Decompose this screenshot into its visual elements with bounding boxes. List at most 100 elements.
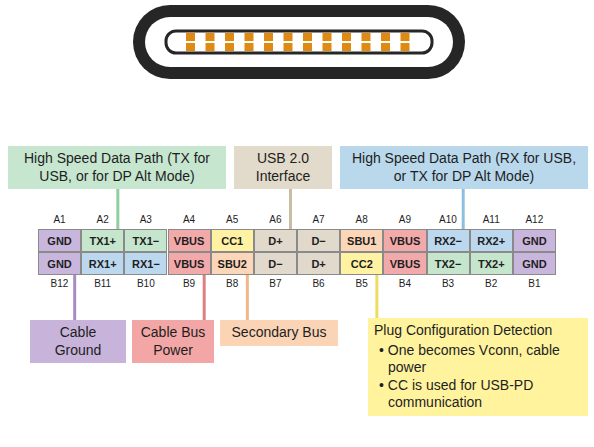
pin-cell: SBU1	[340, 229, 383, 252]
contact-pin	[381, 33, 390, 41]
contact-pin	[186, 43, 195, 51]
contact-pin	[245, 33, 254, 41]
callout-box: Cable Bus Power	[132, 320, 214, 363]
callout-box: High Speed Data Path (TX for USB, or for…	[8, 146, 226, 189]
pin-number: B12	[38, 278, 81, 289]
pin-cell: GND	[38, 252, 81, 275]
bullet-text: • CC is used for USB-PD communication	[374, 377, 582, 412]
node-text: D+	[268, 235, 282, 247]
pin-number: B3	[427, 278, 470, 289]
pin-number: A12	[513, 214, 556, 225]
pin-number: B11	[81, 278, 124, 289]
pin-number: B4	[383, 278, 426, 289]
pin-cell: SBU2	[211, 252, 254, 275]
node-text: D−	[311, 235, 325, 247]
pin-cell: VBUS	[383, 229, 426, 252]
pin-number: B2	[470, 278, 513, 289]
contact-pin	[323, 43, 332, 51]
contact-pin	[362, 33, 371, 41]
leader-line	[73, 275, 76, 320]
contact-pin	[342, 33, 351, 41]
node-text: CC2	[351, 258, 373, 270]
node-text: VBUS	[390, 258, 421, 270]
node-text: GND	[47, 235, 71, 247]
leader-line	[375, 275, 378, 318]
contact-pin	[206, 43, 215, 51]
contact-pin	[225, 33, 234, 41]
bullet-text: • One becomes Vconn, cable power	[374, 342, 582, 377]
pin-number: B8	[211, 278, 254, 289]
contact-pin	[284, 33, 293, 41]
contact-pin	[362, 43, 371, 51]
node-text: VBUS	[174, 258, 205, 270]
pin-cell: VBUS	[383, 252, 426, 275]
node-text: CC1	[221, 235, 243, 247]
pin-number: B7	[254, 278, 297, 289]
leader-line	[289, 189, 292, 229]
pin-number: A7	[297, 214, 340, 225]
pin-cell: GND	[513, 229, 556, 252]
pin-number: A3	[124, 214, 167, 225]
contact-pin	[245, 43, 254, 51]
contact-pin	[303, 33, 312, 41]
node-text: SBU1	[347, 235, 376, 247]
node-text: USB 2.0 Interface	[240, 150, 326, 185]
pin-cell: D−	[254, 252, 297, 275]
receptacle-opening	[145, 17, 453, 67]
node-text: Secondary Bus	[226, 324, 332, 342]
contact-pin	[186, 33, 195, 41]
pin-cell: D+	[297, 252, 340, 275]
contact-pin	[303, 43, 312, 51]
node-text: High Speed Data Path (TX for USB, or for…	[14, 150, 220, 185]
node-text: VBUS	[390, 235, 421, 247]
callout-box: USB 2.0 Interface	[234, 146, 332, 189]
node-text: Cable Bus Power	[138, 324, 208, 359]
node-text: TX2−	[435, 258, 462, 270]
contact-pin	[284, 43, 293, 51]
contact-pin	[206, 33, 215, 41]
node-text: GND	[522, 235, 546, 247]
pin-cell: RX1+	[81, 252, 124, 275]
leader-line	[246, 275, 249, 320]
callout-box: High Speed Data Path (RX for USB, or TX …	[340, 146, 588, 189]
contact-pin	[225, 43, 234, 51]
node-text: High Speed Data Path (RX for USB, or TX …	[346, 150, 582, 185]
pin-number: B5	[340, 278, 383, 289]
pin-number: B6	[297, 278, 340, 289]
pin-number: B9	[168, 278, 211, 289]
contact-pin	[342, 43, 351, 51]
pin-cell: RX2−	[427, 229, 470, 252]
pin-cell: TX1+	[81, 229, 124, 252]
contact-pin	[264, 33, 273, 41]
node-text: TX2+	[478, 258, 505, 270]
callout-box: Cable Ground	[30, 320, 126, 363]
pin-cell: VBUS	[168, 252, 211, 275]
node-text: TX1−	[133, 235, 160, 247]
pin-number: A1	[38, 214, 81, 225]
pin-number: A9	[383, 214, 426, 225]
callout-box: Plug Configuration Detection • One become…	[368, 318, 588, 416]
node-text: Plug Configuration Detection	[374, 322, 582, 340]
pin-cell: CC2	[340, 252, 383, 275]
node-text: GND	[47, 258, 71, 270]
contact-pin	[323, 33, 332, 41]
pin-cell: D+	[254, 229, 297, 252]
contact-pins	[186, 33, 410, 51]
pin-cell: VBUS	[168, 229, 211, 252]
contact-pin	[264, 43, 273, 51]
contact-pin	[401, 33, 410, 41]
leader-line	[462, 189, 465, 229]
node-text: VBUS	[174, 235, 205, 247]
node-text: RX2−	[434, 235, 462, 247]
node-text: RX1+	[89, 258, 117, 270]
receptacle-shell	[133, 5, 465, 79]
leader-line	[203, 275, 206, 320]
pin-cell: TX1−	[124, 229, 167, 252]
pin-number: A4	[168, 214, 211, 225]
node-text: D−	[268, 258, 282, 270]
pin-number: B10	[124, 278, 167, 289]
callout-box: Secondary Bus	[220, 320, 338, 346]
pin-number: A5	[211, 214, 254, 225]
node-text: D+	[311, 258, 325, 270]
